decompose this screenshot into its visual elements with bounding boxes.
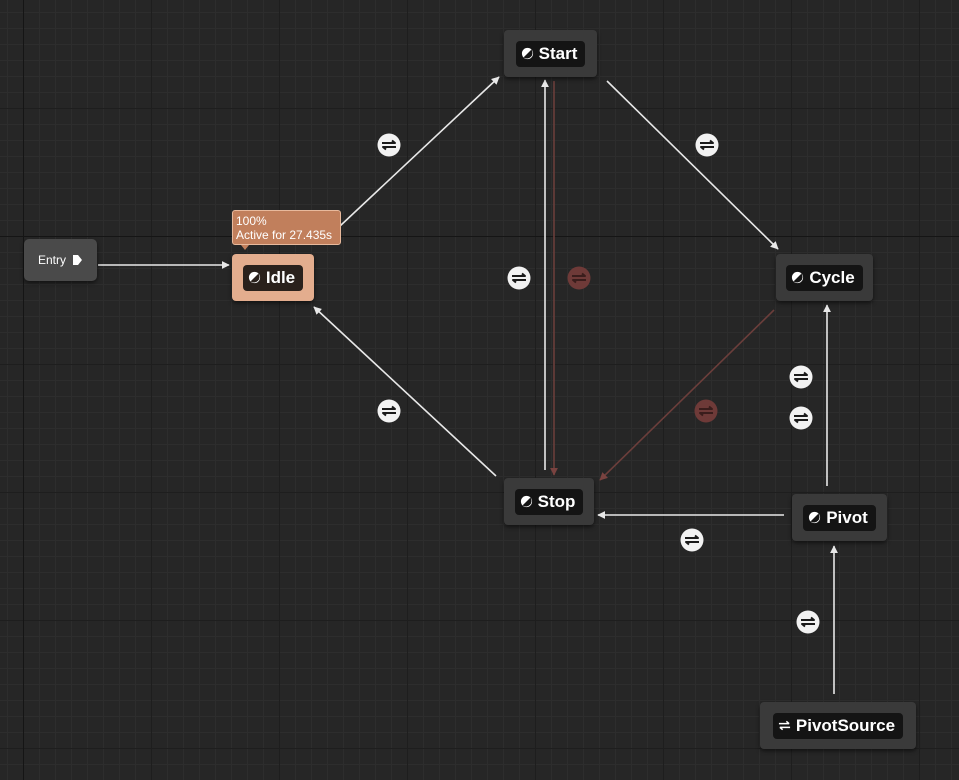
transition-rule-pivot-to-cycle-b[interactable]	[789, 406, 813, 430]
entry-label: Entry	[37, 253, 66, 267]
transition-rule-icon	[694, 399, 718, 423]
state-title-pivotsource: PivotSource	[772, 712, 904, 739]
transition-rule-icon	[789, 365, 813, 389]
transition-rule-start-to-cycle[interactable]	[695, 133, 719, 157]
transition-rule-icon	[377, 133, 401, 157]
wire-start-to-cycle	[606, 80, 779, 250]
transition-rule-icon	[789, 406, 813, 430]
state-label-start: Start	[538, 43, 578, 63]
state-icon	[809, 511, 821, 524]
wire-idle-to-start	[339, 76, 500, 227]
state-title-idle: Idle	[242, 264, 304, 291]
state-label-idle: Idle	[265, 267, 296, 287]
transition-rule-pivotsource-to-pivot[interactable]	[796, 610, 820, 634]
state-node-pivotsource[interactable]: PivotSource	[760, 702, 916, 749]
tooltip-status: Active for 27.435s	[236, 228, 333, 242]
transition-rule-start-to-stop-dimmed[interactable]	[567, 266, 591, 290]
wire-stop-to-idle	[313, 306, 497, 477]
transition-rule-pivot-to-cycle-a[interactable]	[789, 365, 813, 389]
transition-rule-stop-to-idle[interactable]	[377, 399, 401, 423]
entry-node[interactable]: Entry	[24, 239, 97, 281]
transition-rule-cycle-to-stop-dimmed[interactable]	[694, 399, 718, 423]
play-arrow-icon	[73, 255, 82, 265]
transition-rule-stop-to-start[interactable]	[507, 266, 531, 290]
state-node-cycle[interactable]: Cycle	[776, 254, 873, 301]
state-title-start: Start	[515, 40, 586, 67]
state-label-pivot: Pivot	[826, 507, 868, 527]
conduit-icon	[778, 720, 790, 731]
state-label-cycle: Cycle	[809, 267, 855, 287]
state-node-idle[interactable]: Idle	[232, 254, 314, 301]
transition-rule-icon	[680, 528, 704, 552]
transition-rule-icon	[507, 266, 531, 290]
state-title-stop: Stop	[514, 488, 584, 515]
active-state-tooltip: 100% Active for 27.435s	[232, 210, 341, 250]
transition-rule-idle-to-start[interactable]	[377, 133, 401, 157]
tooltip-tail	[241, 245, 249, 250]
wire-cycle-to-stop	[599, 309, 775, 481]
transition-rule-pivot-to-stop[interactable]	[680, 528, 704, 552]
state-icon	[520, 495, 532, 508]
state-node-start[interactable]: Start	[504, 30, 597, 77]
transition-rule-icon	[695, 133, 719, 157]
state-icon	[792, 271, 804, 284]
transition-rule-icon	[796, 610, 820, 634]
state-node-pivot[interactable]: Pivot	[792, 494, 887, 541]
transition-rule-icon	[567, 266, 591, 290]
state-title-cycle: Cycle	[786, 264, 863, 291]
state-node-stop[interactable]: Stop	[504, 478, 594, 525]
state-title-pivot: Pivot	[803, 504, 876, 531]
state-icon	[521, 47, 533, 60]
state-label-pivotsource: PivotSource	[795, 715, 896, 735]
transition-rule-icon	[377, 399, 401, 423]
tooltip-weight: 100%	[236, 214, 267, 228]
state-icon	[248, 271, 260, 284]
state-label-stop: Stop	[537, 491, 576, 511]
